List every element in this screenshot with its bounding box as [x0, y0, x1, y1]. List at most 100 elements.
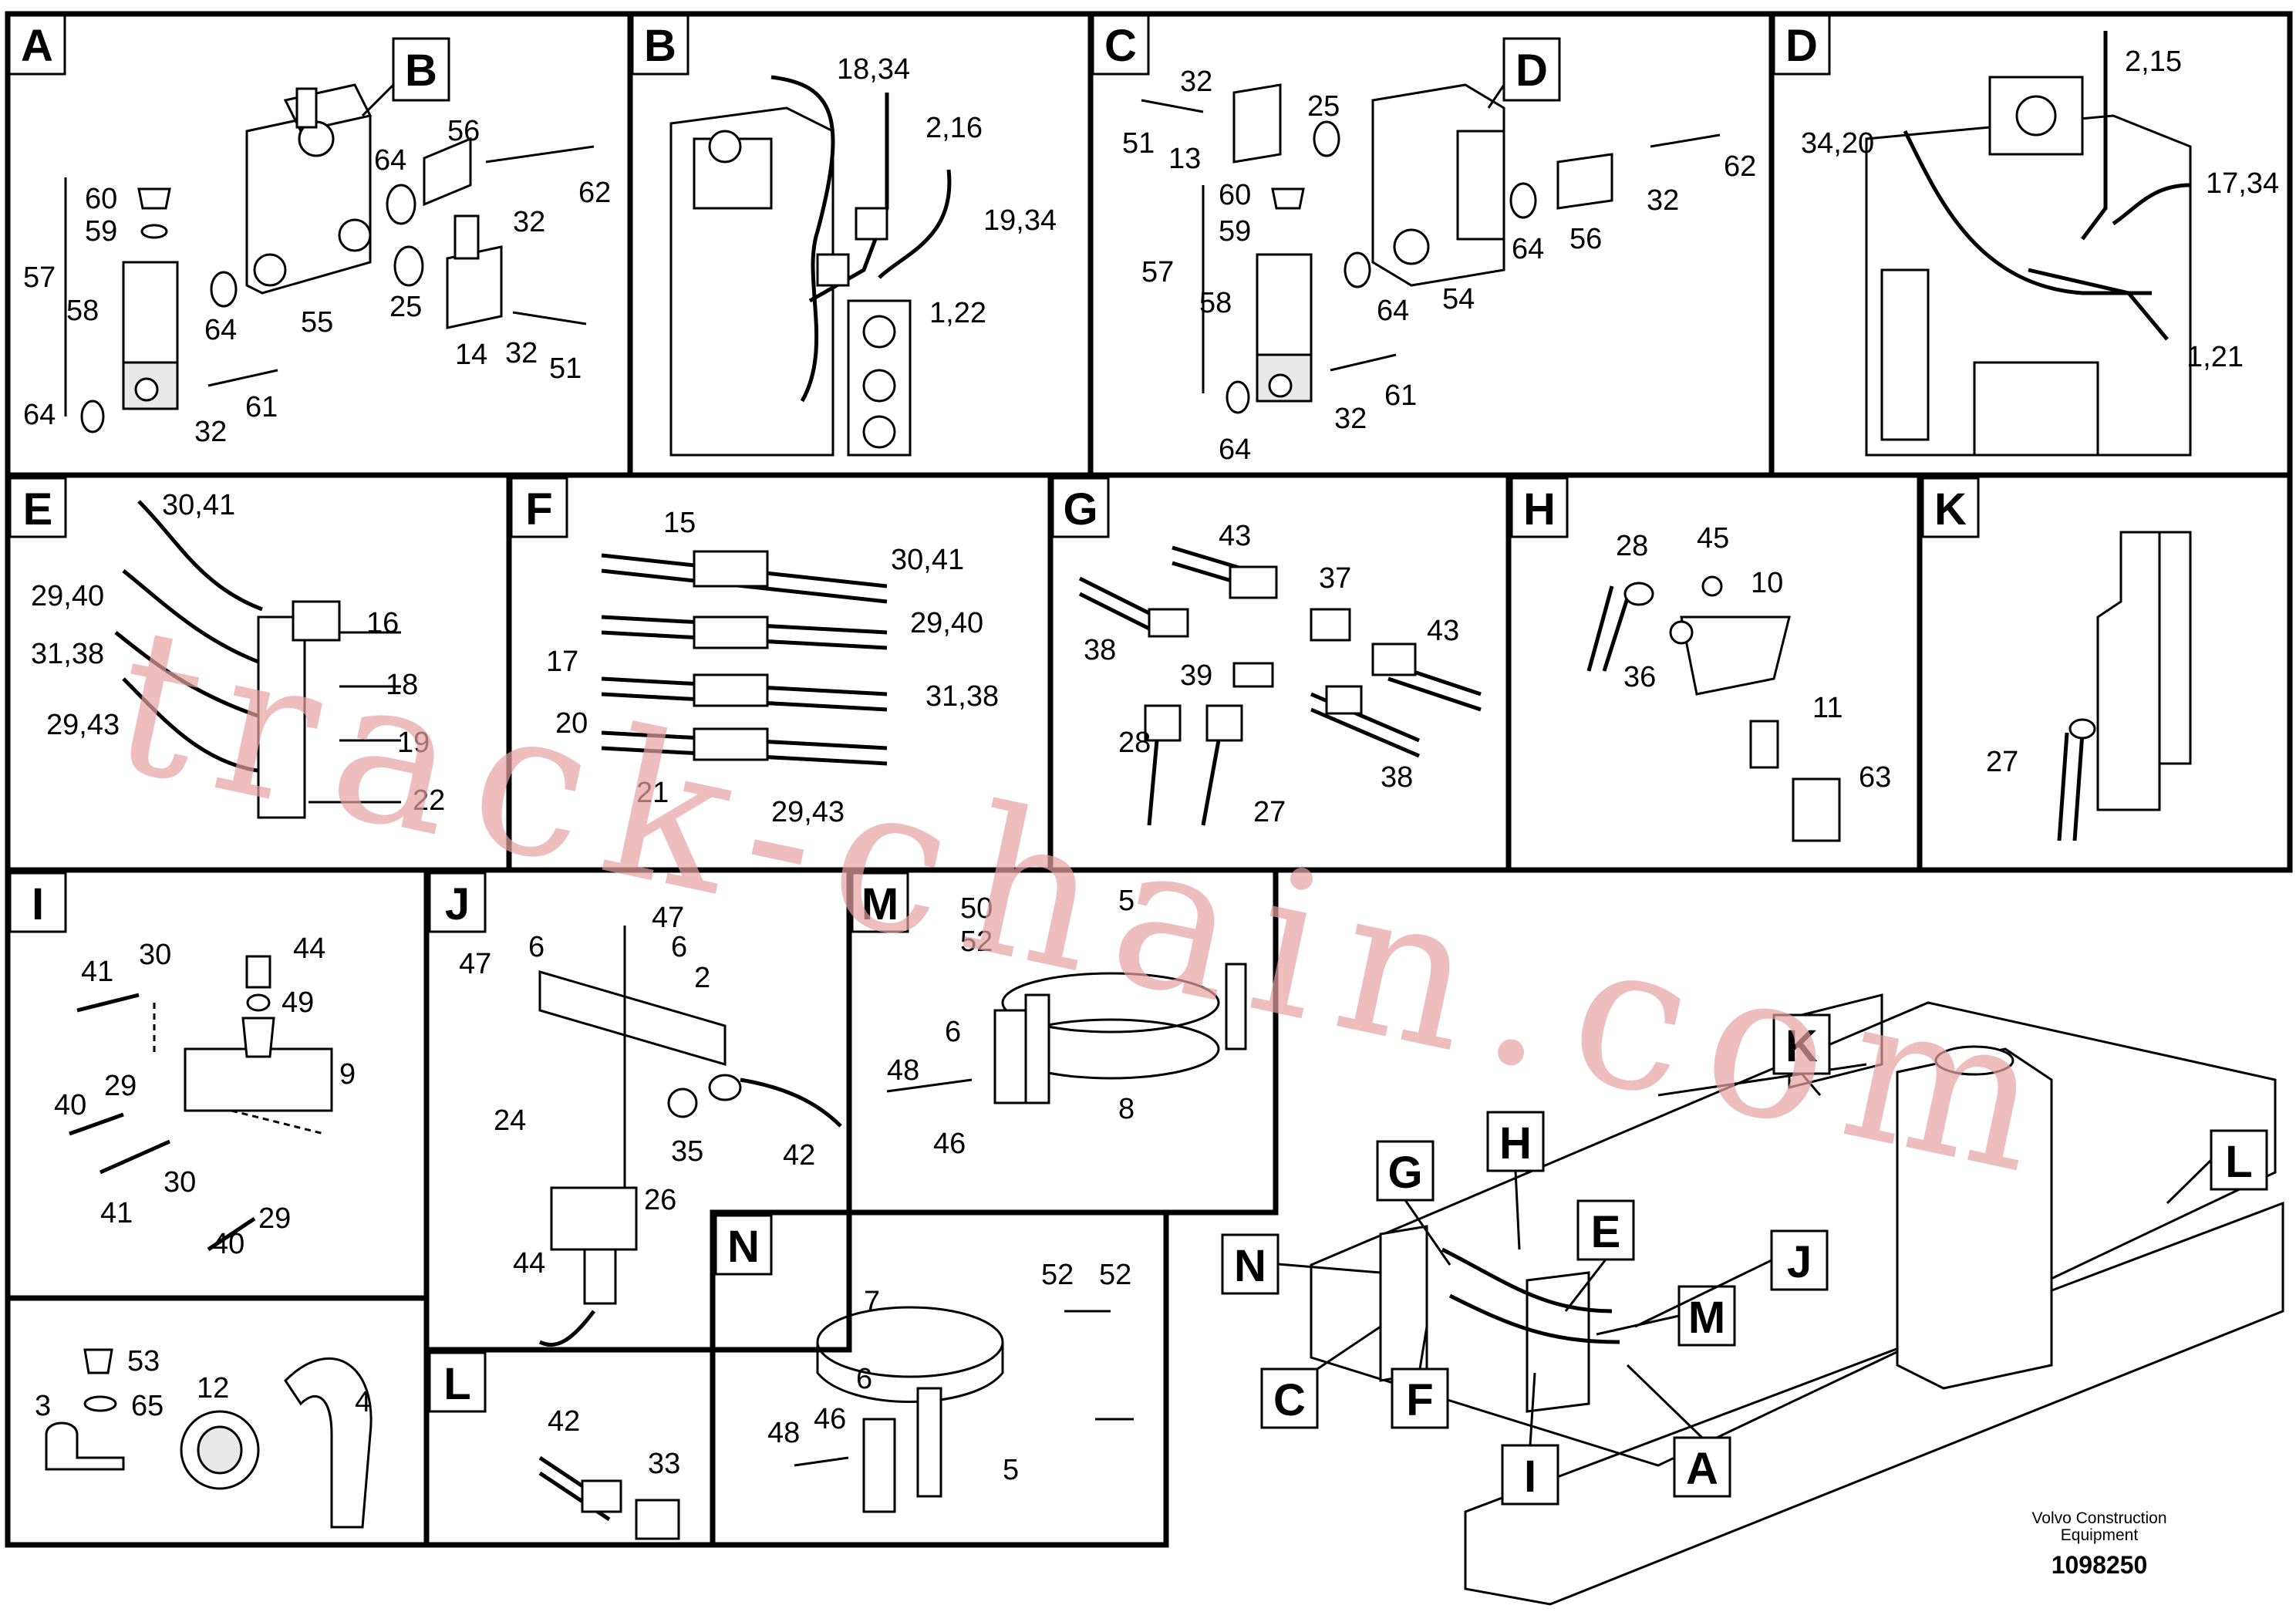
callout-label: 35	[671, 1135, 703, 1168]
callout-label: 29,40	[31, 580, 104, 612]
panel-letter: K	[1785, 1021, 1818, 1071]
callout-label: 37	[1319, 562, 1351, 595]
panel-a-letter: A	[21, 21, 53, 71]
callout-label: 19,34	[983, 204, 1057, 237]
callout-label: 64	[1377, 295, 1409, 327]
callout-label: 63	[1859, 761, 1891, 794]
panel-i-letter-box	[8, 872, 67, 933]
callout-label: 29	[258, 1202, 291, 1235]
panel-i: I 44 41 30 49 9 40 29 30 41 29 40	[8, 872, 356, 1260]
callout-label: 64	[1512, 233, 1544, 265]
callout-label: 50	[960, 892, 993, 925]
callout-label: 52	[1099, 1259, 1131, 1291]
panel-letter: N	[1234, 1241, 1266, 1291]
panel-letter: I	[32, 879, 44, 929]
callout-label: 51	[1122, 127, 1155, 160]
callout-label: 29	[104, 1070, 137, 1102]
callout-label: 32	[513, 206, 545, 238]
panel-misc: 53 3 65 12 4	[35, 1345, 373, 1529]
callout-label: 57	[23, 261, 56, 294]
callout-label: 44	[293, 932, 325, 965]
callout-label: 60	[85, 183, 117, 215]
callout-label: 49	[282, 986, 314, 1019]
panel-f-letter-box	[510, 477, 568, 538]
callout-label: 41	[100, 1197, 133, 1229]
spacer-6	[862, 1418, 896, 1513]
callout-label: 59	[1219, 215, 1251, 248]
callout-label: 64	[1219, 433, 1251, 466]
callout-label: 4	[355, 1386, 371, 1418]
panel-g: G 43 37 38 39 43 28 27 38	[1051, 477, 1482, 828]
conduit-4	[284, 1357, 373, 1529]
callout-label: 64	[23, 399, 56, 431]
callout-label: 8	[1118, 1093, 1135, 1125]
panel-j-letter-box	[428, 872, 487, 933]
callout-label: 52	[960, 926, 993, 958]
callout-label: 25	[389, 291, 422, 323]
spacer-6	[993, 1009, 1027, 1104]
callout-label: 33	[648, 1448, 680, 1480]
panel-letter: H	[1499, 1118, 1532, 1168]
callout-label: 34,20	[1801, 127, 1874, 160]
callout-label: 9	[339, 1058, 356, 1091]
callout-label: 32	[1334, 403, 1367, 435]
callout-label: 47	[459, 948, 491, 980]
block-14	[446, 245, 503, 329]
block-13	[1232, 83, 1282, 164]
callout-label: 18	[386, 669, 418, 701]
callout-label: 6	[671, 931, 687, 963]
callout-label: 5	[1118, 885, 1135, 917]
panel-letter: I	[1524, 1452, 1536, 1502]
panel-b-letter-box	[631, 14, 689, 76]
callout-label: 28	[1616, 530, 1648, 562]
panel-d: D 2,15 34,20 17,34 1,21	[1772, 14, 2279, 457]
callout-label: 25	[1307, 90, 1340, 123]
panel-a-letter-box	[8, 14, 66, 76]
callout-label: 40	[212, 1228, 244, 1260]
callout-label: 17	[546, 646, 578, 678]
company-line-1: Volvo Construction	[2031, 1509, 2166, 1527]
callout-label: 38	[1084, 634, 1116, 666]
callout-label: 58	[66, 295, 99, 327]
callout-label: 2,15	[2125, 46, 2182, 78]
panel-letter: A	[1686, 1444, 1718, 1494]
callout-label: 57	[1141, 256, 1174, 288]
callout-label: 42	[548, 1405, 580, 1438]
panel-j: J 47 6 47 6 2 24 35 42 26 44	[428, 872, 842, 1347]
terminal-block	[2096, 531, 2161, 811]
panel-letter: M	[861, 879, 899, 929]
callout-label: 43	[1427, 615, 1459, 647]
tee-39	[1232, 662, 1274, 688]
coupling-15	[693, 550, 769, 588]
plug-60	[137, 187, 171, 210]
sensor-63	[1792, 777, 1841, 842]
callout-label: 32	[194, 416, 227, 448]
callout-label: 56	[1569, 223, 1602, 255]
callout-label: 59	[85, 215, 117, 248]
callout-label: 6	[856, 1363, 872, 1395]
clamp-7	[816, 1306, 1004, 1378]
callout-label: 40	[54, 1089, 86, 1121]
panel-letter: C	[1104, 21, 1137, 71]
panel-letter: B	[644, 21, 676, 71]
panel-h: H 28 45 10 36 11 63	[1510, 477, 1891, 842]
callout-label: 7	[864, 1286, 880, 1318]
panel-letter: G	[1387, 1148, 1422, 1198]
callout-label: 30	[139, 939, 171, 971]
panel-c: C D 32 51 13 25 60 59 57 58 64 54	[1091, 14, 1756, 466]
panel-letter: H	[1523, 484, 1556, 534]
callout-label: 29,43	[46, 709, 120, 741]
callout-label: 11	[1812, 692, 1843, 724]
manifold-9	[184, 1047, 333, 1112]
callout-label: 30,41	[162, 489, 235, 521]
sensor-11	[1749, 720, 1779, 769]
panel-l: L 42 33	[428, 1351, 680, 1540]
inset-d-box	[1502, 37, 1561, 102]
callout-label: 29,43	[771, 796, 845, 828]
callout-label: 18,34	[837, 53, 910, 86]
clip-3	[45, 1421, 125, 1471]
callout-label: 6	[945, 1016, 961, 1048]
callout-label: 55	[301, 306, 333, 339]
callout-label: 41	[81, 956, 113, 988]
